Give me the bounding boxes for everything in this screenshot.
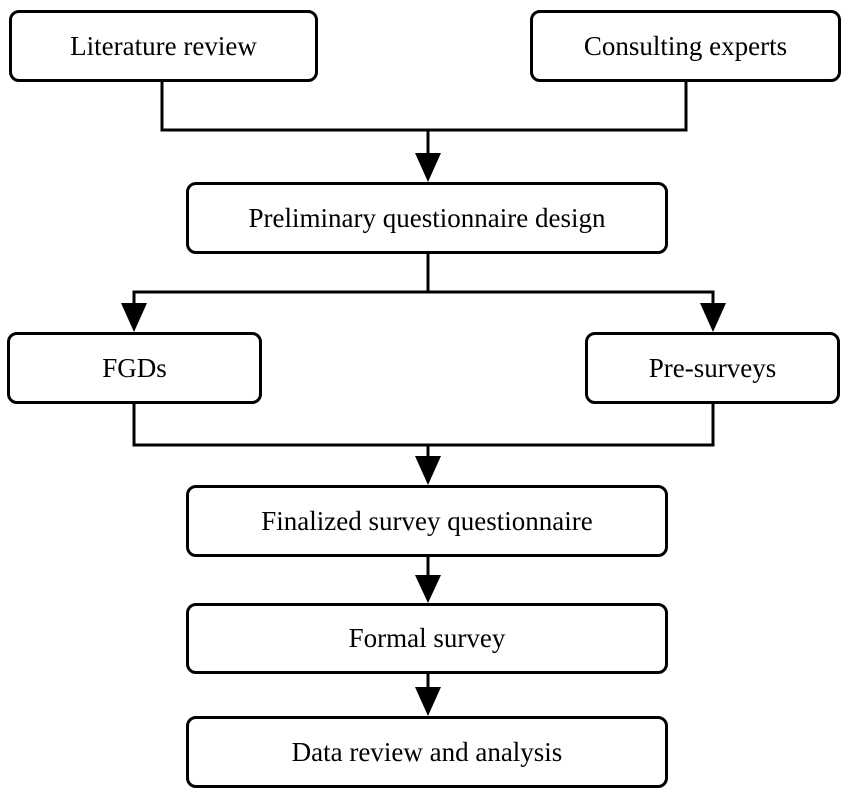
node-preliminary-questionnaire-design: Preliminary questionnaire design xyxy=(186,182,668,254)
node-literature-review: Literature review xyxy=(9,10,318,82)
arrowhead-to-fgds xyxy=(121,303,147,332)
node-consulting-experts: Consulting experts xyxy=(530,10,841,82)
node-finalized-survey-questionnaire: Finalized survey questionnaire xyxy=(186,485,668,557)
arrowhead-to-pre-surveys xyxy=(700,303,726,332)
arrowhead-to-formal-survey xyxy=(415,575,441,603)
arrowhead-to-preliminary-design xyxy=(415,153,441,182)
arrowhead-to-data-review xyxy=(415,687,441,716)
node-data-review-and-analysis: Data review and analysis xyxy=(186,716,668,788)
arrowhead-to-finalized xyxy=(415,456,441,485)
node-pre-surveys: Pre-surveys xyxy=(585,332,840,404)
edge-fgds-pre-surveys-merge xyxy=(132,401,715,447)
edge-literature-review-to-merge xyxy=(160,78,688,132)
node-fgds: FGDs xyxy=(7,332,262,404)
node-formal-survey: Formal survey xyxy=(186,603,668,674)
